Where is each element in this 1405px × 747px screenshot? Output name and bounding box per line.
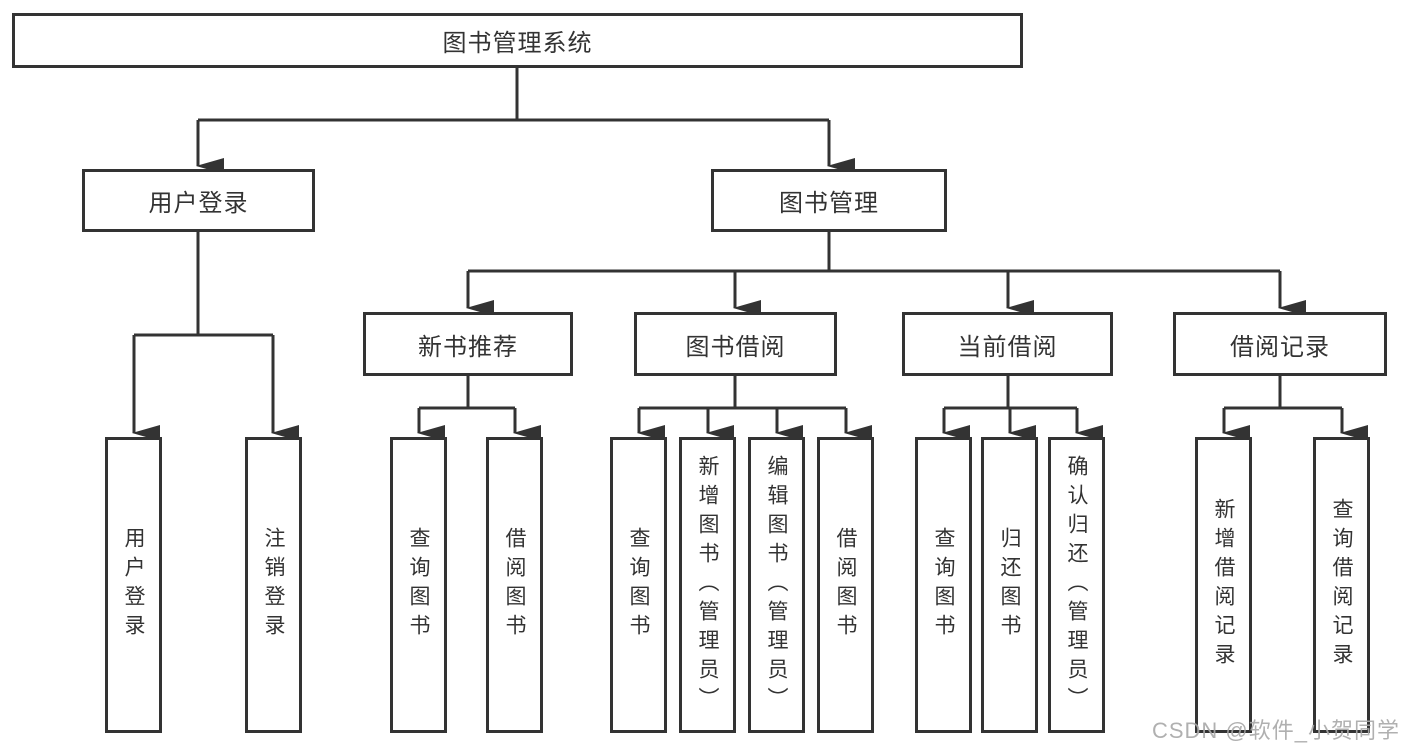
leaf-label: 用户登录 [122, 527, 145, 643]
leaf-query-borrow-record: 查询借阅记录 [1313, 437, 1370, 733]
node-label: 借阅记录 [1230, 333, 1330, 361]
node-label: 当前借阅 [957, 333, 1058, 361]
node-new-book-recommend: 新书推荐 [363, 312, 573, 376]
leaf-confirm-return-admin: 确认归还（管理员） [1048, 437, 1105, 733]
leaf-return-books: 归还图书 [981, 437, 1038, 733]
leaf-label: 查询借阅记录 [1330, 498, 1353, 672]
leaf-user-login: 用户登录 [105, 437, 162, 733]
leaf-label: 确认归还（管理员） [1065, 454, 1088, 716]
leaf-logout: 注销登录 [245, 437, 302, 733]
node-book-management: 图书管理 [711, 169, 947, 232]
node-label: 图书借阅 [685, 333, 786, 361]
leaf-label: 查询图书 [932, 527, 955, 643]
node-label: 图书管理系统 [442, 30, 593, 57]
leaf-label: 查询图书 [627, 527, 650, 643]
leaf-add-borrow-record: 新增借阅记录 [1195, 437, 1252, 733]
node-book-borrowing: 图书借阅 [634, 312, 837, 376]
leaf-add-books-admin: 新增图书（管理员） [679, 437, 736, 733]
leaf-borrow-books-recommend: 借阅图书 [486, 437, 543, 733]
leaf-edit-books-admin: 编辑图书（管理员） [748, 437, 805, 733]
leaf-query-books-recommend: 查询图书 [390, 437, 447, 733]
watermark: CSDN @软件_小贺同学 [1151, 718, 1400, 743]
leaf-label: 查询图书 [407, 527, 430, 643]
node-label: 新书推荐 [418, 333, 518, 361]
leaf-label: 新增借阅记录 [1212, 498, 1235, 672]
node-library-system: 图书管理系统 [12, 13, 1023, 68]
node-label: 图书管理 [779, 190, 879, 217]
node-user-login: 用户登录 [82, 169, 315, 232]
leaf-label: 注销登录 [262, 527, 285, 643]
leaf-label: 借阅图书 [834, 527, 857, 643]
node-borrowing-records: 借阅记录 [1173, 312, 1387, 376]
leaf-query-books-borrowing: 查询图书 [610, 437, 667, 733]
leaf-borrow-books: 借阅图书 [817, 437, 874, 733]
leaf-label: 归还图书 [998, 527, 1021, 643]
leaf-label: 新增图书（管理员） [696, 454, 719, 716]
node-current-borrowing: 当前借阅 [902, 312, 1113, 376]
leaf-query-books-current: 查询图书 [915, 437, 972, 733]
node-label: 用户登录 [148, 190, 249, 217]
leaf-label: 编辑图书（管理员） [765, 454, 788, 716]
leaf-label: 借阅图书 [503, 527, 526, 643]
